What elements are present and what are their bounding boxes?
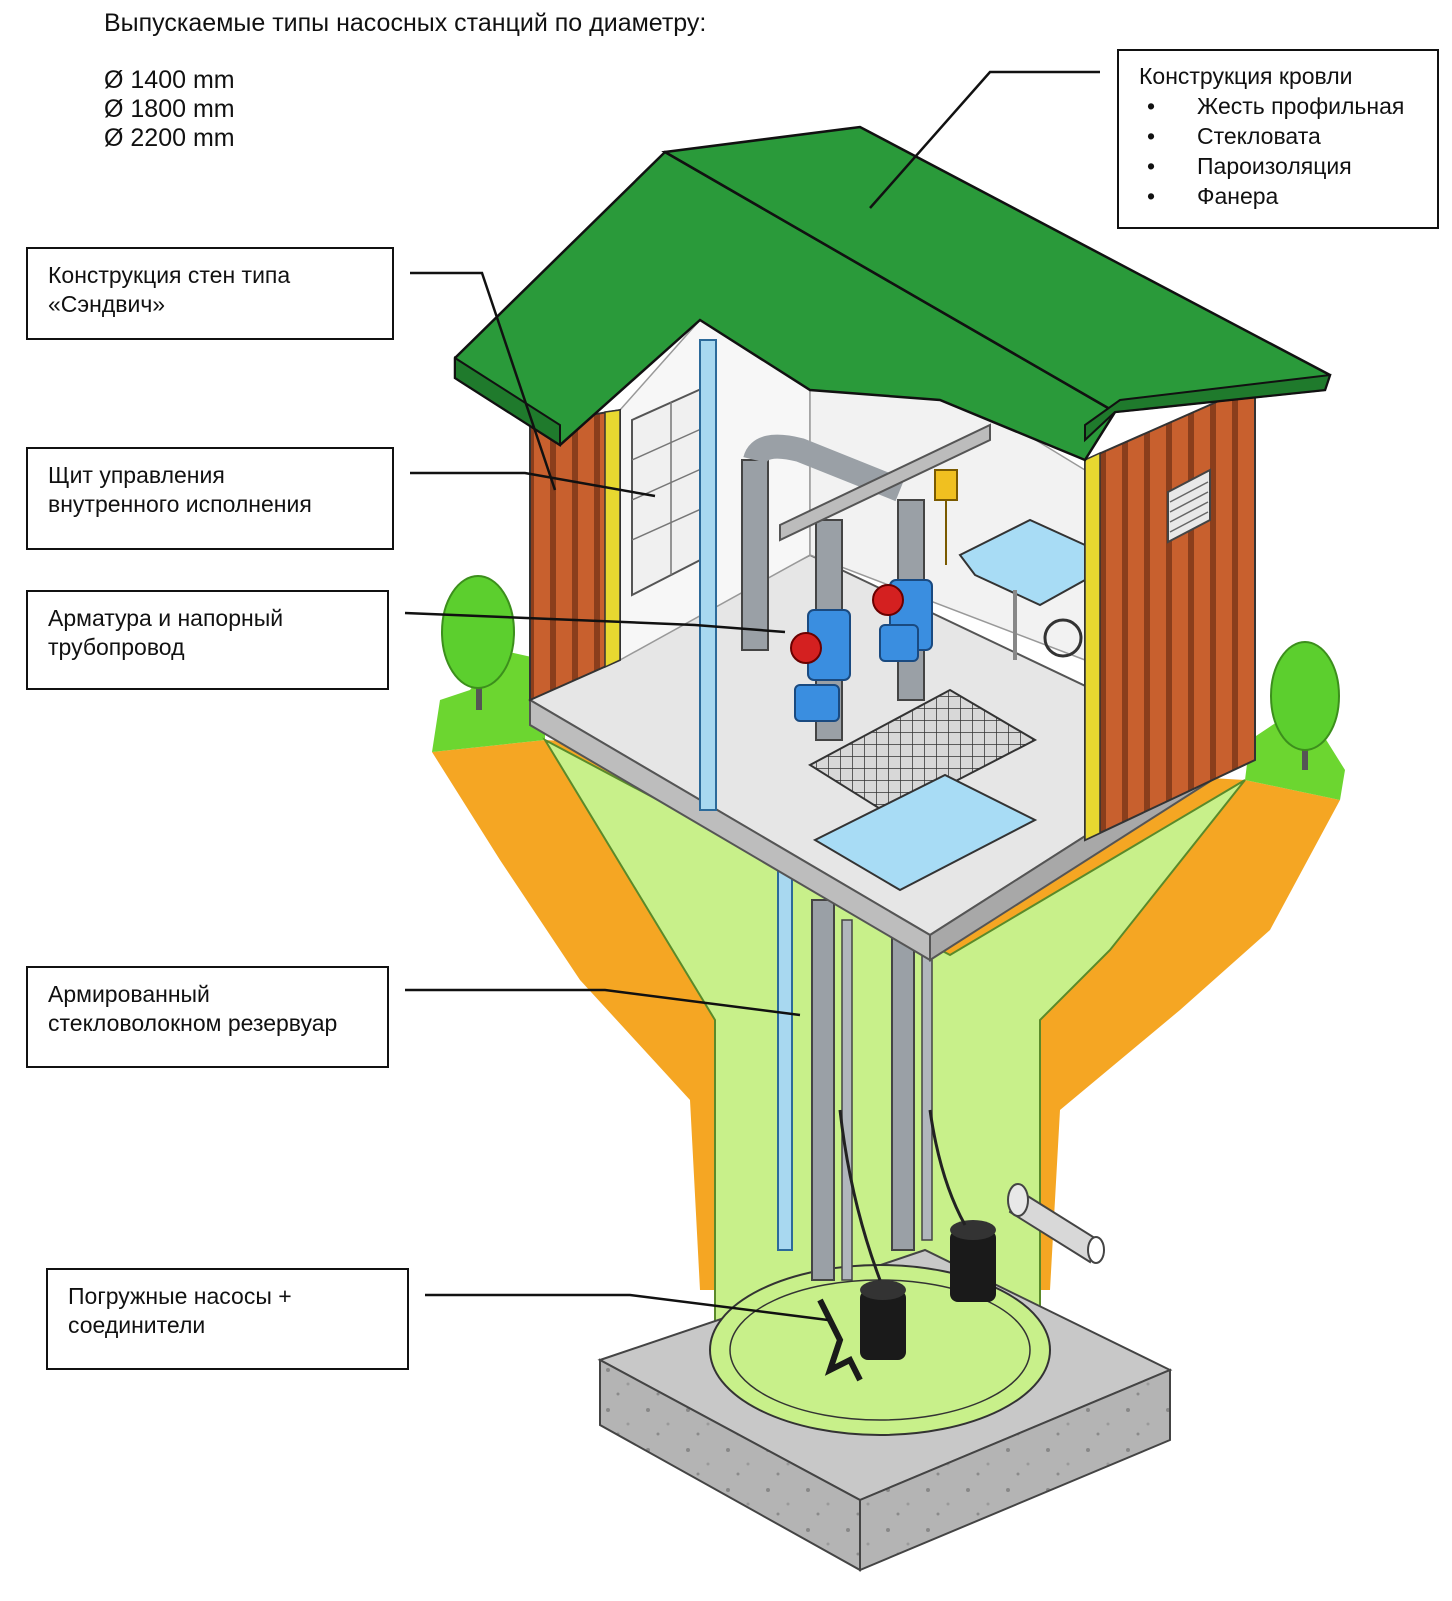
roof-fascia-right bbox=[1084, 373, 1332, 443]
pumps-callout: Погружные насосы + соединители bbox=[46, 1268, 409, 1370]
roof-layer-item: •Фанера bbox=[1147, 183, 1279, 209]
tree-right bbox=[1270, 641, 1340, 770]
bullet-icon: • bbox=[1147, 123, 1156, 149]
submersible-pumps bbox=[817, 1109, 996, 1382]
control-cabinet bbox=[631, 383, 711, 597]
bullet-icon: • bbox=[1147, 183, 1156, 209]
tank-callout: Армированный стекловолокном резервуар bbox=[26, 966, 389, 1068]
diameter-item: Ø 1400 mm bbox=[104, 66, 235, 94]
roof-layer-item: •Жесть профильная bbox=[1147, 93, 1405, 119]
roof-layers-list: •Жесть профильная •Стекловата •Пароизоля… bbox=[1139, 91, 1417, 211]
wall-right bbox=[1084, 383, 1256, 842]
interior-pipework bbox=[699, 339, 991, 811]
tree-left bbox=[441, 575, 515, 710]
floor-grate bbox=[808, 688, 1038, 817]
diameter-item: Ø 1800 mm bbox=[104, 95, 235, 123]
control-panel-callout: Щит управления внутренного исполнения bbox=[26, 447, 394, 550]
bullet-icon: • bbox=[1147, 153, 1156, 179]
roof-layer-item: •Стекловата bbox=[1147, 123, 1321, 149]
valves bbox=[790, 579, 933, 722]
wall-left-edge bbox=[604, 409, 621, 669]
inlet-pipe bbox=[1007, 1183, 1105, 1264]
fittings-callout: Арматура и напорный трубопровод bbox=[26, 590, 389, 690]
grass-left bbox=[432, 650, 545, 752]
page-heading: Выпускаемые типы насосных станций по диа… bbox=[104, 9, 707, 37]
roof-construction-callout: Конструкция кровли •Жесть профильная •Ст… bbox=[1117, 49, 1439, 229]
wall-right-edge bbox=[1084, 451, 1101, 842]
leader-lines bbox=[404, 70, 1100, 1322]
roof-callout-title: Конструкция кровли bbox=[1139, 63, 1353, 89]
rising-pipes bbox=[777, 829, 933, 1281]
floor-hatch bbox=[812, 773, 1038, 892]
bullet-icon: • bbox=[1147, 93, 1156, 119]
vent-grille bbox=[1167, 468, 1211, 544]
roof-layer-item: •Пароизоляция bbox=[1147, 153, 1352, 179]
walls-callout: Конструкция стен типа «Сэндвич» bbox=[26, 247, 394, 340]
concrete-base-right bbox=[859, 1368, 1171, 1572]
diameter-item: Ø 2200 mm bbox=[104, 124, 235, 152]
diameter-list: Ø 1400 mm Ø 1800 mm Ø 2200 mm bbox=[104, 66, 235, 153]
roof-ridge bbox=[664, 151, 1116, 413]
